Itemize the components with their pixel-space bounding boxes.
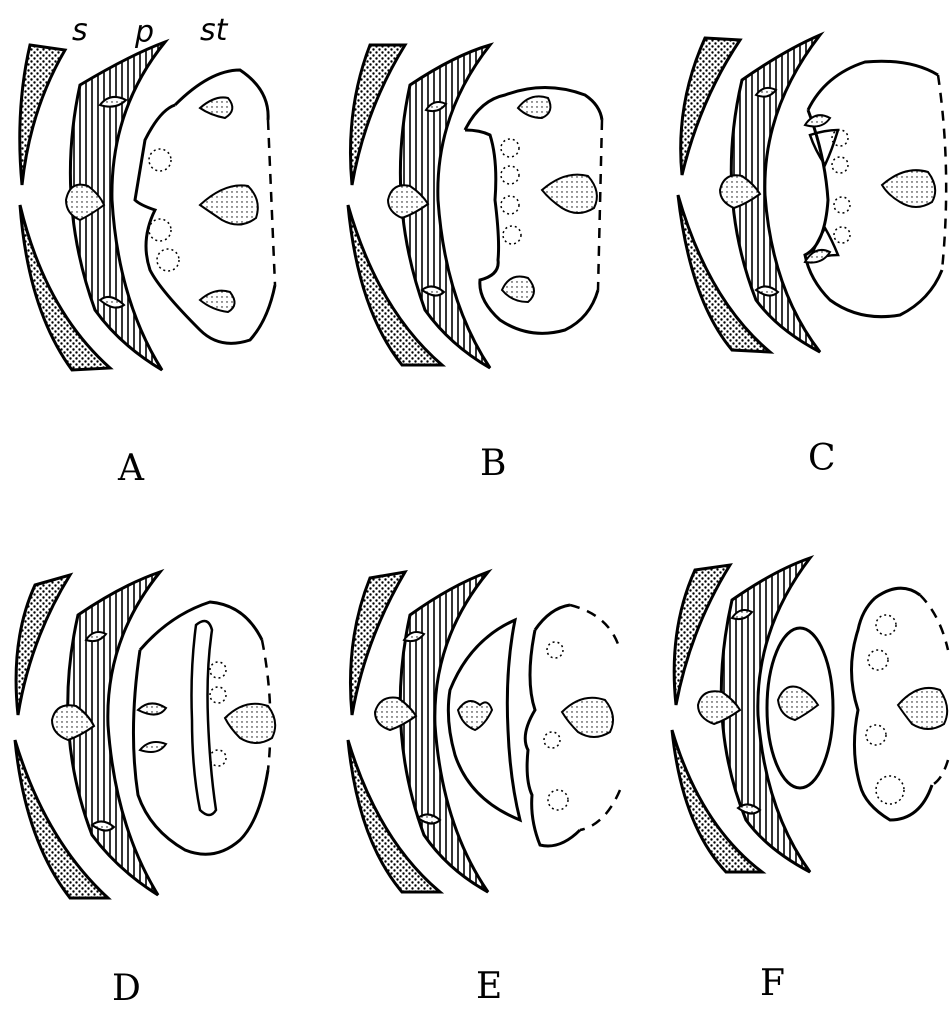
stamen-primordium: [834, 197, 850, 213]
panel-label: D: [112, 968, 141, 1009]
carpel-bud: [882, 170, 935, 207]
carpel-bud: [805, 115, 830, 126]
panel-b: B: [348, 45, 602, 484]
stamen-primordium: [210, 662, 226, 678]
stamen-outline-dashed: [938, 75, 946, 270]
carpel-bud: [200, 185, 258, 224]
stamen-primordium: [501, 196, 519, 214]
stamen-primordium: [547, 642, 563, 658]
stamen-primordium: [210, 750, 226, 766]
panel-c: C: [678, 35, 946, 479]
panel-label: F: [760, 963, 785, 1004]
sepal-upper: [20, 45, 65, 185]
panel-label: E: [476, 966, 502, 1007]
carpel-bud: [518, 96, 550, 118]
stamen-primordium: [503, 226, 521, 244]
carpel-bud: [140, 742, 166, 752]
carpel-bud: [502, 277, 534, 303]
stamen-primordium: [149, 219, 171, 241]
inner-bud: [458, 701, 492, 730]
stamen-primordium: [544, 732, 560, 748]
stamen-primordium: [832, 157, 848, 173]
petal-letter: p: [134, 15, 154, 50]
sepal-upper: [350, 45, 405, 185]
panel-e: E: [348, 572, 620, 1007]
sepal-upper: [350, 572, 405, 715]
carpel-bud: [138, 703, 166, 714]
petal-crescent: [400, 572, 488, 892]
panel-label: A: [117, 448, 145, 489]
carpel-bud: [542, 175, 597, 213]
carpel-bud: [225, 704, 275, 743]
stamen-primordium: [210, 687, 226, 703]
carpel-bud: [898, 688, 947, 729]
inner-bud: [778, 687, 818, 721]
stamen-primordium: [501, 166, 519, 184]
stamen-primordium: [149, 149, 171, 171]
sepal-letter: s: [72, 13, 88, 48]
panel-label: B: [480, 443, 506, 484]
carpel-bud: [200, 97, 232, 118]
carpel-bud: [562, 698, 613, 737]
stamen-primordium: [834, 227, 850, 243]
stamen-primordium: [501, 139, 519, 157]
stamen-primordium: [876, 776, 904, 804]
panel-f: F: [672, 558, 948, 1004]
stamen-primordium: [157, 249, 179, 271]
panel-d: D: [15, 572, 275, 1009]
stamen-outline-dashed: [598, 120, 602, 290]
stamen-primordium: [876, 615, 896, 635]
panel-a: A: [20, 42, 275, 489]
stamen-primordium: [548, 790, 568, 810]
panel-label: C: [808, 438, 836, 479]
stamen-primordium: [868, 650, 888, 670]
stamen-primordium: [866, 725, 886, 745]
lateral-fold: [810, 130, 838, 260]
carpel-bud: [200, 291, 235, 312]
sepal-upper: [16, 575, 70, 715]
central-cleft: [192, 621, 217, 815]
stamen-letter: st: [200, 13, 229, 48]
stamen-outline-dashed: [268, 120, 275, 285]
